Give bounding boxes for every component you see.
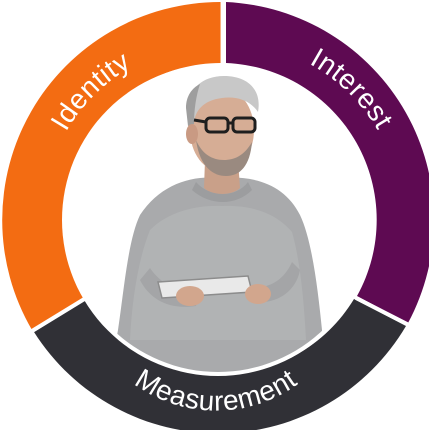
segment-divider <box>355 296 410 327</box>
man-holding-tablet-photo <box>110 76 324 372</box>
segment-measurement <box>34 299 406 430</box>
segment-identity <box>2 1 221 330</box>
segment-divider <box>30 296 88 333</box>
segment-interest <box>226 2 429 323</box>
